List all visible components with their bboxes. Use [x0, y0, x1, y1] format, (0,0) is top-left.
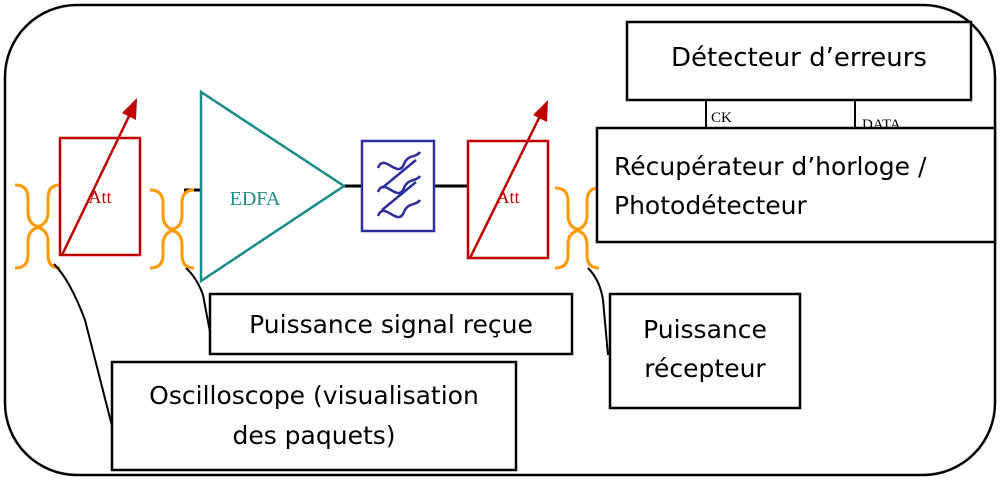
- right-attenuator: Att: [466, 100, 550, 260]
- left-attenuator: Att: [58, 98, 142, 257]
- left-attenuator-arrow: [60, 111, 133, 256]
- received-power-callout: Puissance signal reçue: [208, 292, 574, 356]
- oscilloscope-line2: des paquets): [232, 421, 395, 450]
- clock-recovery-photodetector: Récupérateur d’horloge / Photodétecteur: [595, 126, 997, 244]
- error-detector-label: Détecteur d’erreurs: [671, 43, 927, 73]
- mid-coupler-icon: [149, 188, 195, 270]
- connector-lines: [705, 100, 856, 130]
- received-power-box: [208, 292, 574, 356]
- left-attenuator-label: Att: [88, 187, 111, 207]
- receiver-power-line1: Puissance: [643, 315, 767, 344]
- oscilloscope-leader: [53, 263, 113, 427]
- left-attenuator-arrow-head: [122, 98, 137, 120]
- callout-lines: [53, 263, 609, 427]
- bandpass-filter-icon: [360, 139, 436, 233]
- receiver-power-box: [608, 292, 802, 410]
- right-attenuator-box: [466, 139, 550, 260]
- clock-recovery-line2: Photodétecteur: [614, 191, 808, 220]
- right-coupler-icon: [554, 186, 600, 270]
- left-attenuator-box: [58, 136, 142, 257]
- ck-port-label: CK: [711, 110, 732, 126]
- error-detector: Détecteur d’erreurs: [625, 20, 973, 102]
- oscilloscope-box: [110, 360, 518, 472]
- receiver-power-line2: récepteur: [644, 354, 766, 383]
- received-power-leader: [185, 267, 211, 333]
- right-attenuator-arrow: [468, 113, 543, 259]
- receiver-power-callout: Puissance récepteur: [608, 292, 802, 410]
- edfa-label: EDFA: [230, 188, 281, 210]
- edfa-amplifier: EDFA: [199, 89, 347, 284]
- error-detector-box: [625, 20, 973, 102]
- edfa-triangle: [199, 89, 347, 284]
- left-coupler-icon: [14, 183, 61, 270]
- receiver-power-leader: [587, 267, 609, 356]
- oscilloscope-callout: Oscilloscope (visualisation des paquets): [110, 360, 518, 472]
- clock-recovery-line1: Récupérateur d’horloge /: [614, 152, 927, 181]
- right-attenuator-arrow-head: [533, 100, 548, 122]
- clock-recovery-box: [595, 126, 997, 244]
- received-power-label: Puissance signal reçue: [249, 310, 533, 339]
- oscilloscope-line1: Oscilloscope (visualisation: [149, 381, 479, 410]
